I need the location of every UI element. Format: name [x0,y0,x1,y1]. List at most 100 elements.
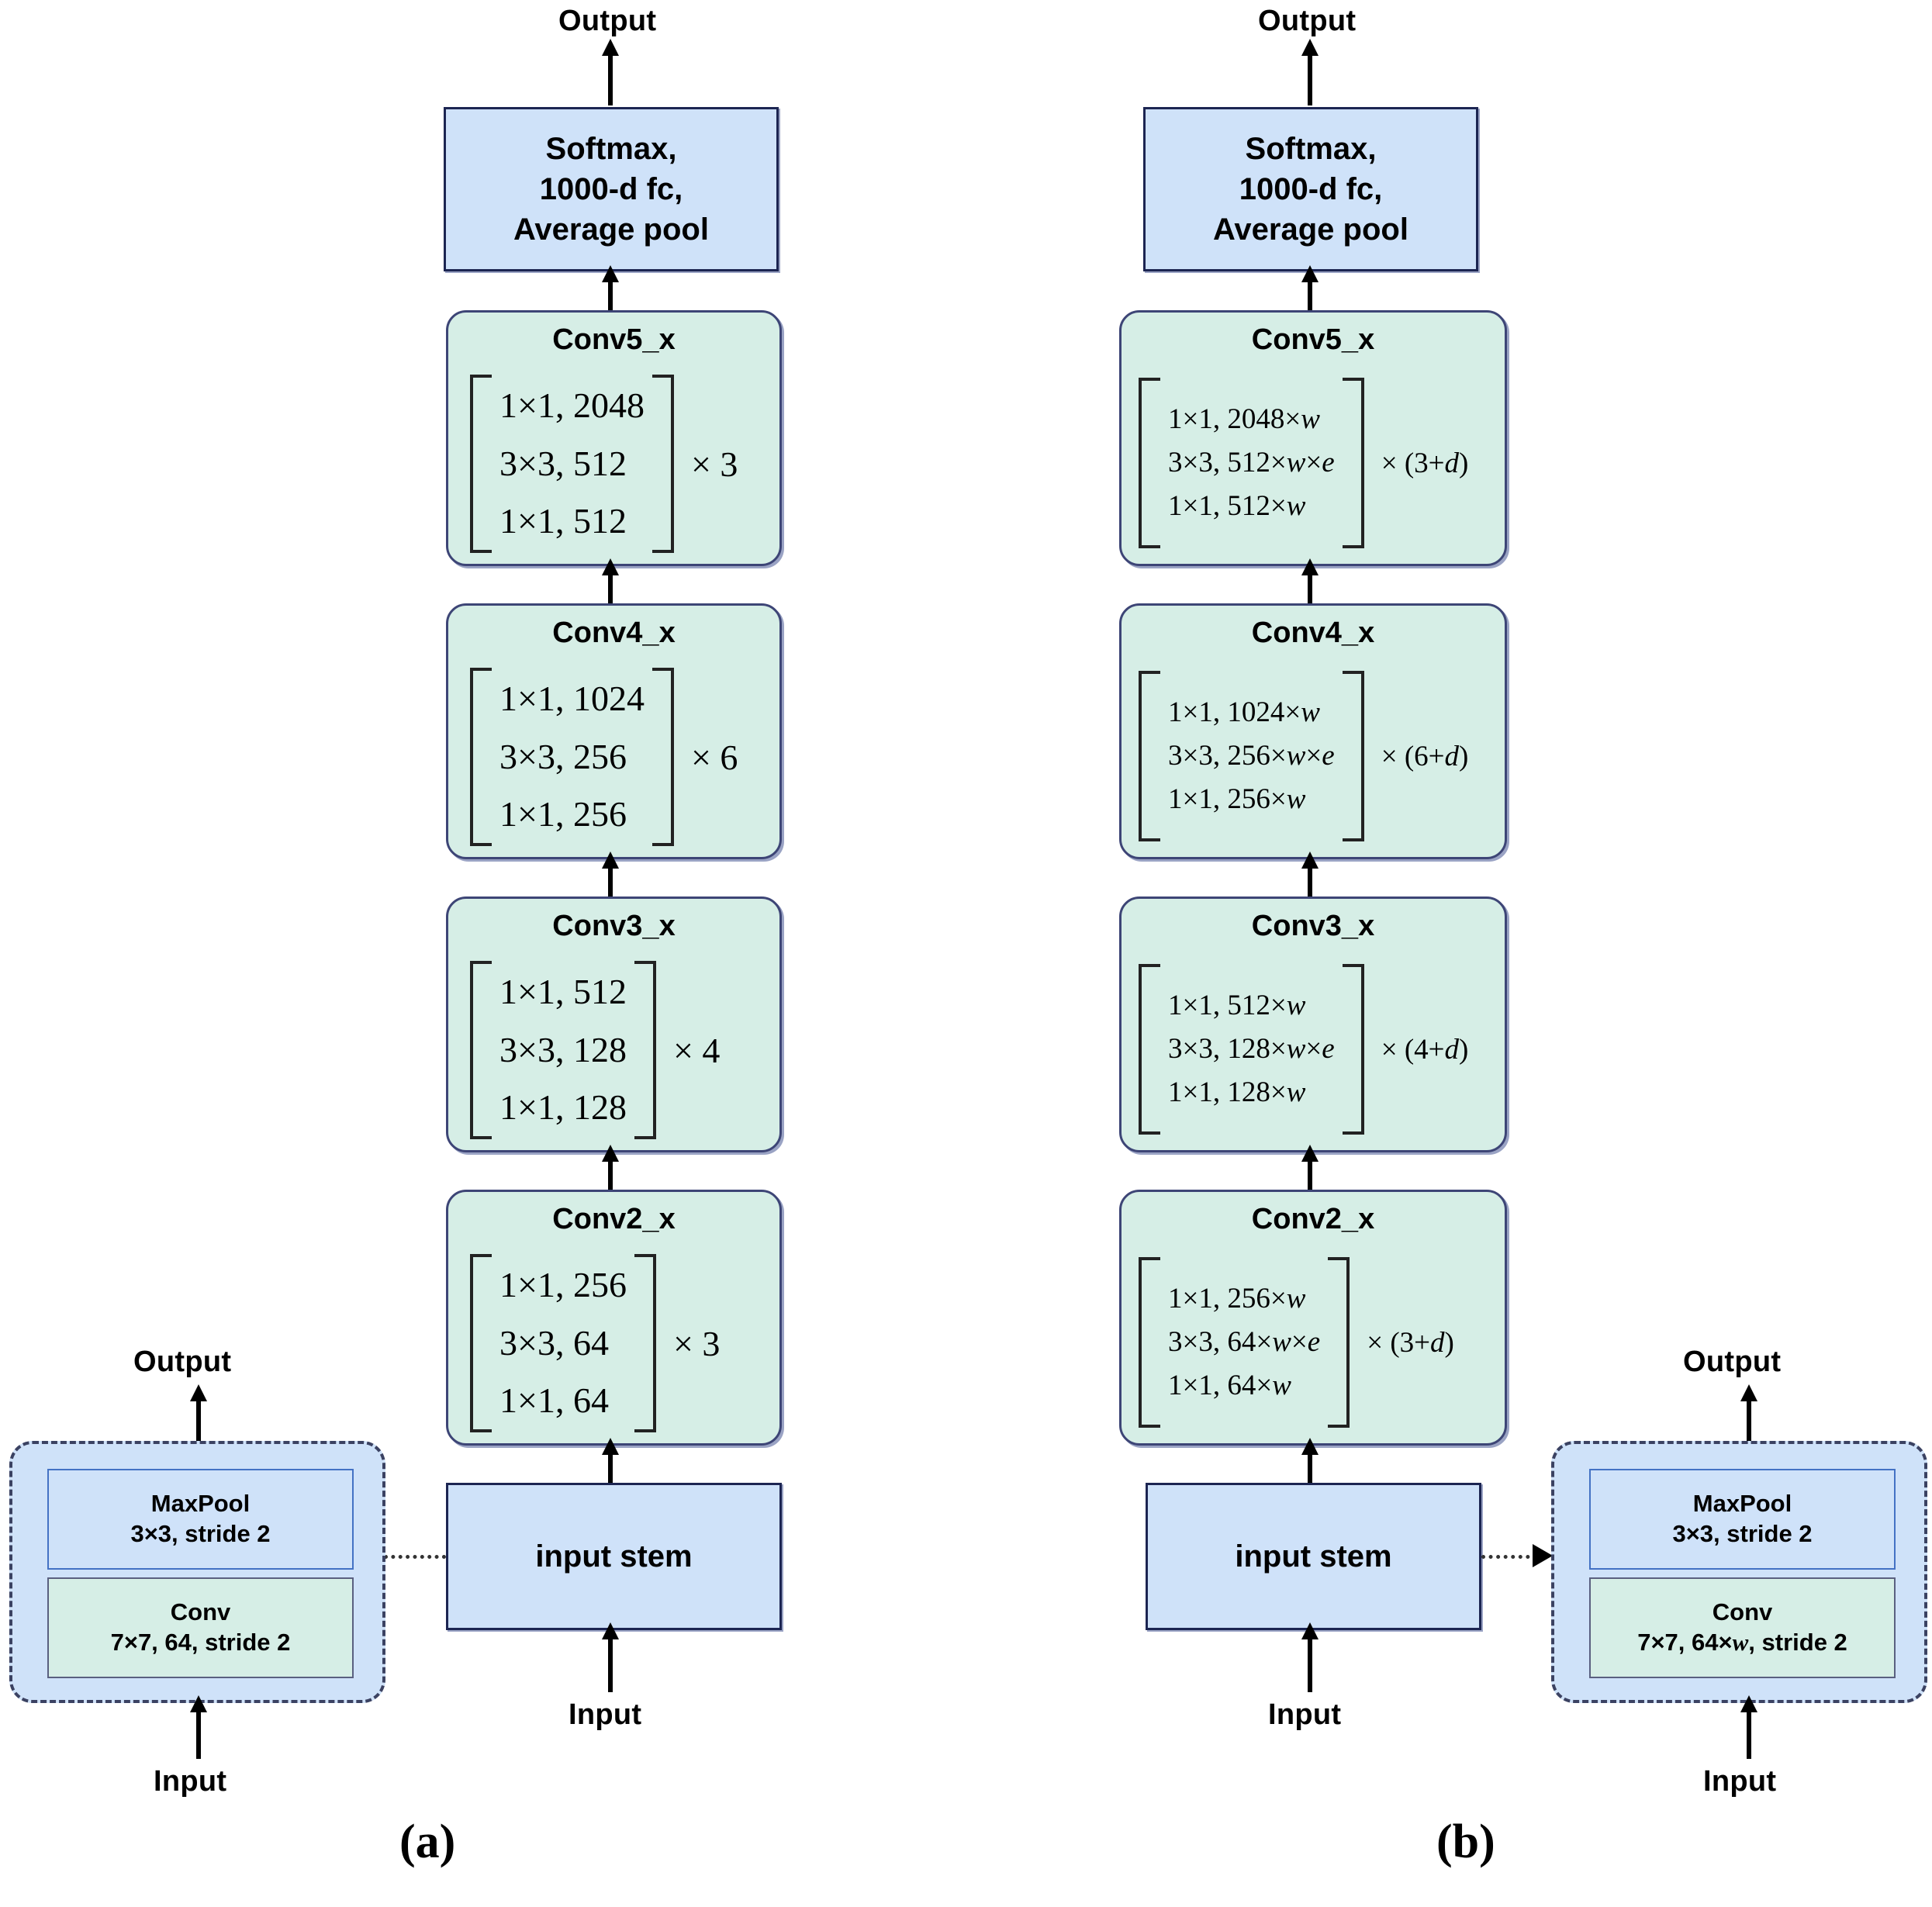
panel-b-block-conv4-matrix: 1×1, 1024×w 3×3, 256×w×e 1×1, 256×w × (6… [1139,671,1495,841]
panel-b-stem-detail-conv-params: 7×7, 64×w, stride 2 [1637,1629,1847,1656]
bracket-left-icon [1139,964,1160,1135]
panel-a-block-conv4-title: Conv4_x [552,617,676,649]
panel-b-softmax-line1: Softmax, [1245,132,1377,166]
matrix-row: 1×1, 2048×w [1168,402,1320,435]
panel-a-arrow-conv3-conv4 [608,867,613,896]
panel-b-block-conv4-title: Conv4_x [1251,617,1375,649]
panel-b-arrow-stem-conv2 [1308,1453,1312,1483]
matrix-row: 1×1, 256×w [1168,783,1306,816]
panel-a-arrow-conv4-conv5 [608,574,613,603]
panel-a-arrow-conv2-conv3 [608,1160,613,1190]
matrix-row: 3×3, 64 [499,1322,609,1363]
panel-a-block-conv2-title: Conv2_x [552,1203,676,1235]
matrix-row: 1×1, 256 [499,794,627,834]
panel-a-conv3-multiplier: × 4 [672,1030,721,1070]
matrix-row: 1×1, 128 [499,1087,627,1128]
panel-b-block-conv3-title: Conv3_x [1251,910,1375,942]
panel-b-stem-detail-conv-title: Conv [1712,1598,1773,1626]
matrix-row: 1×1, 256 [499,1265,627,1305]
panel-b-softmax-block: Softmax, 1000-d fc, Average pool [1143,107,1478,271]
matrix-row: 1×1, 512 [499,972,627,1012]
bracket-left-icon [1139,378,1160,548]
panel-b-stem-detail-maxpool: MaxPool 3×3, stride 2 [1589,1469,1896,1570]
panel-b-block-conv3: Conv3_x 1×1, 512×w 3×3, 128×w×e 1×1, 128… [1119,896,1507,1152]
panel-b-conv4-rows: 1×1, 1024×w 3×3, 256×w×e 1×1, 256×w [1160,686,1343,827]
panel-b-conv4-multiplier: × (6+d) [1381,740,1469,772]
bracket-left-icon [470,1254,492,1432]
panel-b-conv5-multiplier: × (3+d) [1381,447,1469,479]
panel-a-softmax-text: Softmax, 1000-d fc, Average pool [513,129,709,250]
panel-b-softmax-text: Softmax, 1000-d fc, Average pool [1213,129,1408,250]
panel-a-softmax-block: Softmax, 1000-d fc, Average pool [444,107,779,271]
panel-b-arrow-conv4-conv5 [1308,574,1312,603]
panel-b-block-conv5: Conv5_x 1×1, 2048×w 3×3, 512×w×e 1×1, 51… [1119,310,1507,566]
panel-b-arrow-conv5-softmax [1308,281,1312,310]
panel-b-softmax-line2: 1000-d fc, [1239,172,1383,206]
panel-a-input-label: Input [569,1698,642,1731]
panel-a-stem-detail-conv-title: Conv [170,1598,231,1626]
panel-a-conv5-multiplier: × 3 [690,444,738,484]
panel-b-block-conv5-title: Conv5_x [1251,323,1375,356]
panel-a-arrow-input-stem [608,1638,613,1692]
bracket-left-icon [470,375,492,553]
panel-a-conv4-rows: 1×1, 1024 3×3, 256 1×1, 256 [492,665,652,848]
bracket-left-icon [470,668,492,846]
panel-b-conv3-multiplier: × (4+d) [1381,1033,1469,1066]
matrix-row: 1×1, 64 [499,1380,609,1421]
matrix-row: 1×1, 128×w [1168,1076,1306,1109]
panel-a-block-conv3: Conv3_x 1×1, 512 3×3, 128 1×1, 128 × 4 [446,896,782,1152]
bracket-right-icon [1342,964,1364,1135]
panel-a-block-conv5: Conv5_x 1×1, 2048 3×3, 512 1×1, 512 × 3 [446,310,782,566]
matrix-row: 1×1, 256×w [1168,1282,1306,1315]
matrix-row: 1×1, 512×w [1168,490,1306,523]
matrix-row: 1×1, 64×w [1168,1370,1291,1402]
panel-b-stem-detail-connector [1481,1555,1537,1559]
matrix-row: 3×3, 256×w×e [1168,739,1335,772]
panel-a-conv3-rows: 1×1, 512 3×3, 128 1×1, 128 [492,959,634,1142]
panel-b-input-label: Input [1268,1698,1342,1731]
panel-a-stem-detail-conv: Conv 7×7, 64, stride 2 [47,1577,354,1678]
panel-b-softmax-line3: Average pool [1213,212,1408,247]
panel-b-stem-detail-container: MaxPool 3×3, stride 2 Conv 7×7, 64×w, st… [1551,1441,1927,1703]
panel-a-block-conv2-matrix: 1×1, 256 3×3, 64 1×1, 64 × 3 [470,1254,763,1432]
matrix-row: 1×1, 1024 [499,679,645,719]
panel-a-input-stem-block: input stem [446,1483,782,1630]
panel-a-block-conv5-matrix: 1×1, 2048 3×3, 512 1×1, 512 × 3 [470,375,763,553]
bracket-left-icon [1139,671,1160,841]
panel-b-arrow-input-stem [1308,1638,1312,1692]
panel-b-input-stem-label: input stem [1235,1539,1392,1574]
panel-a-block-conv5-title: Conv5_x [552,323,676,356]
matrix-row: 3×3, 512 [499,443,627,483]
matrix-row: 3×3, 128 [499,1029,627,1069]
panel-a-conv4-multiplier: × 6 [690,737,738,777]
matrix-row: 3×3, 128×w×e [1168,1032,1335,1065]
bracket-right-icon [651,668,674,846]
matrix-row: 1×1, 512×w [1168,989,1306,1021]
panel-a-output-label: Output [558,5,657,37]
panel-a-block-conv2: Conv2_x 1×1, 256 3×3, 64 1×1, 64 × 3 [446,1190,782,1446]
panel-b-stem-detail-arrowhead [1533,1544,1553,1567]
panel-a-arrow-to-output [608,54,613,105]
panel-b-input-stem-block: input stem [1146,1483,1481,1630]
bracket-right-icon [651,375,674,553]
panel-a-conv5-rows: 1×1, 2048 3×3, 512 1×1, 512 [492,372,652,555]
panel-b-tag: (b) [1436,1815,1495,1868]
panel-a-arrow-conv5-softmax [608,281,613,310]
panel-a-stem-detail-maxpool-params: 3×3, stride 2 [130,1520,271,1547]
panel-a-softmax-line2: 1000-d fc, [539,172,683,206]
panel-b-block-conv3-matrix: 1×1, 512×w 3×3, 128×w×e 1×1, 128×w × (4+… [1139,964,1495,1135]
panel-a-block-conv4: Conv4_x 1×1, 1024 3×3, 256 1×1, 256 × 6 [446,603,782,859]
panel-b-block-conv2-matrix: 1×1, 256×w 3×3, 64×w×e 1×1, 64×w × (3+d) [1139,1257,1495,1428]
panel-a-block-conv3-matrix: 1×1, 512 3×3, 128 1×1, 128 × 4 [470,961,763,1139]
panel-b-conv5-rows: 1×1, 2048×w 3×3, 512×w×e 1×1, 512×w [1160,393,1343,534]
matrix-row: 1×1, 1024×w [1168,696,1320,728]
bracket-right-icon [1342,378,1364,548]
panel-b-block-conv4: Conv4_x 1×1, 1024×w 3×3, 256×w×e 1×1, 25… [1119,603,1507,859]
panel-a-arrow-stem-conv2 [608,1453,613,1483]
bracket-right-icon [634,961,656,1139]
panel-b-arrow-conv3-conv4 [1308,867,1312,896]
panel-b-block-conv2: Conv2_x 1×1, 256×w 3×3, 64×w×e 1×1, 64×w… [1119,1190,1507,1446]
panel-a-conv2-multiplier: × 3 [672,1323,721,1363]
bracket-right-icon [1328,1257,1350,1428]
